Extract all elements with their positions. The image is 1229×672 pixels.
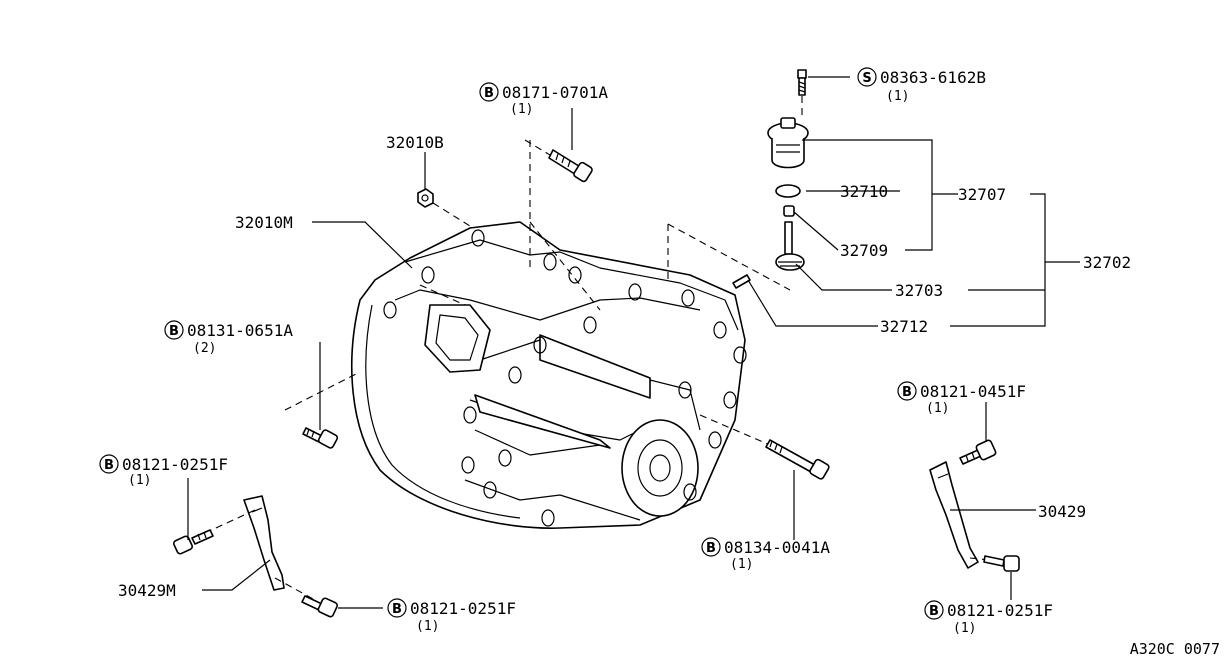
label-30429M: 30429M [118, 581, 176, 600]
fastener-qty: (1) [926, 401, 949, 416]
fastener-number: 08131-0651A [187, 321, 293, 340]
speedometer-parts-drawing [732, 69, 809, 289]
fastener-qty: (1) [128, 473, 151, 488]
bolt-08171-drawing [524, 139, 593, 183]
transmission-case-drawing [284, 140, 791, 529]
leader-lines [187, 76, 1080, 609]
fastener-number: 08363-6162B [880, 68, 986, 87]
callout-bolt-08131: B 08131-0651A (2) [164, 320, 293, 356]
bolt-mark: B [392, 602, 402, 617]
callout-bolt-08134: B 08134-0041A (1) [701, 537, 830, 572]
bracket-30429-drawing [929, 439, 1020, 572]
label-32707: 32707 [958, 185, 1006, 204]
fastener-qty: (1) [510, 102, 533, 117]
bolt-mark: B [104, 458, 114, 473]
callout-bolt-08121-lower-left: B 08121-0251F (1) [99, 454, 228, 488]
bolt-mark: B [484, 86, 494, 101]
label-32709: 32709 [840, 241, 888, 260]
label-32010B: 32010B [386, 133, 444, 152]
nut-32010B-drawing [417, 188, 471, 227]
label-32710: 32710 [840, 182, 888, 201]
callout-bolt-08121-right-top: B 08121-0451F (1) [897, 381, 1026, 416]
bracket-30429M-drawing [172, 495, 339, 618]
callout-bolt-08121-bottom: B 08121-0251F (1) [387, 598, 516, 634]
screw-mark: S [862, 71, 871, 86]
label-32703: 32703 [895, 281, 943, 300]
fastener-number: 08171-0701A [502, 83, 608, 102]
callout-bolt-08171: B 08171-0701A (1) [479, 82, 608, 117]
fastener-qty: (1) [886, 89, 909, 104]
bolt-mark: B [169, 324, 179, 339]
bolt-mark: B [706, 541, 716, 556]
diagram-code: A320C 0077 [1130, 640, 1220, 658]
fastener-qty: (1) [953, 621, 976, 636]
bolt-mark: B [929, 604, 939, 619]
fastener-number: 08134-0041A [724, 538, 830, 557]
fastener-qty: (1) [416, 619, 439, 634]
fastener-number: 08121-0251F [410, 599, 516, 618]
bolt-mark: B [902, 385, 912, 400]
label-32010M: 32010M [235, 213, 293, 232]
fastener-number: 08121-0251F [122, 455, 228, 474]
label-30429: 30429 [1038, 502, 1086, 521]
callout-screw-08363: S 08363-6162B (1) [857, 67, 986, 104]
bolt-08134-drawing [699, 414, 830, 480]
bolt-08131-drawing [302, 427, 339, 449]
fastener-number: 08121-0451F [920, 382, 1026, 401]
fastener-qty: (1) [730, 557, 753, 572]
label-32712: 32712 [880, 317, 928, 336]
callout-bolt-08121-right-bottom: B 08121-0251F (1) [924, 600, 1053, 636]
label-32702: 32702 [1083, 253, 1131, 272]
fastener-qty: (2) [193, 341, 216, 356]
fastener-number: 08121-0251F [947, 601, 1053, 620]
